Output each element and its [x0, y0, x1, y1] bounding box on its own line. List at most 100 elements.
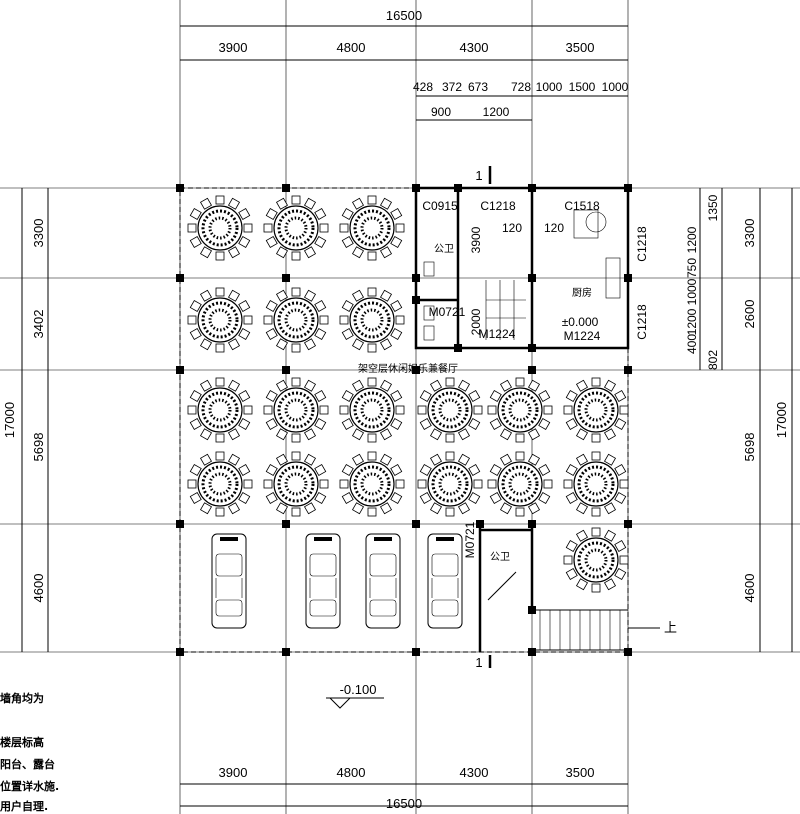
chair — [341, 389, 354, 403]
dim-top-bay-4: 3500 — [566, 40, 595, 55]
table-pattern-inner — [584, 548, 608, 572]
chair — [429, 502, 443, 515]
dim-top-total: 16500 — [386, 8, 422, 23]
car — [427, 533, 463, 629]
room-kitchen: 厨房 — [572, 286, 592, 299]
chair — [575, 428, 589, 441]
chair — [575, 529, 589, 542]
table-pattern — [201, 391, 239, 429]
dining-table — [263, 451, 329, 517]
chair — [187, 223, 197, 233]
chair — [227, 338, 241, 351]
dim-left-total: 17000 — [2, 402, 17, 438]
chair — [457, 453, 471, 466]
car-windshield — [215, 553, 243, 577]
chair — [291, 377, 301, 387]
dim-right-400: 400 — [685, 334, 699, 354]
column — [454, 184, 462, 192]
chair — [238, 299, 251, 313]
dim-bottom-bay-3: 4300 — [460, 765, 489, 780]
window-c1518: C1518 — [564, 199, 600, 213]
chair — [263, 315, 273, 325]
dim-right-1350: 1350 — [706, 194, 720, 221]
car-bumper — [314, 537, 332, 541]
chair — [614, 491, 627, 505]
chair — [187, 405, 197, 415]
chair — [390, 207, 403, 221]
core-dim-120a: 120 — [502, 221, 522, 235]
chair — [575, 453, 589, 466]
door-m0721-upper: M0721 — [429, 305, 466, 319]
dining-table — [187, 377, 253, 443]
chair — [417, 405, 427, 415]
chair — [199, 197, 213, 210]
chair — [515, 507, 525, 517]
chair — [263, 223, 273, 233]
core-dim-2000: 2000 — [469, 308, 483, 335]
chair — [291, 451, 301, 461]
chair — [489, 491, 502, 505]
table-pattern — [277, 391, 315, 429]
chair — [591, 377, 601, 387]
column — [528, 366, 536, 374]
chair — [390, 235, 403, 249]
chair — [445, 507, 455, 517]
chair — [303, 379, 317, 392]
chair — [275, 379, 289, 392]
chair — [591, 507, 601, 517]
chair — [614, 567, 627, 581]
chair — [603, 428, 617, 441]
car-body — [211, 533, 247, 629]
dim-detail-1000a: 1000 — [536, 80, 563, 94]
table-pattern-inner — [208, 308, 232, 332]
dim-right-750: 750 — [685, 258, 699, 278]
chair — [303, 428, 317, 441]
chair — [473, 405, 483, 415]
chair — [429, 379, 443, 392]
chair — [341, 235, 354, 249]
table-pattern-inner — [284, 472, 308, 496]
chair — [263, 405, 273, 415]
dim-detail-1500: 1500 — [569, 80, 596, 94]
chair — [543, 479, 553, 489]
chair — [527, 428, 541, 441]
table-pattern — [431, 465, 469, 503]
table-pattern-inner — [438, 398, 462, 422]
chair — [199, 453, 213, 466]
dim-bottom-bay-4: 3500 — [566, 765, 595, 780]
left-dimension-lines — [21, 188, 49, 652]
chair — [275, 246, 289, 259]
chair — [215, 377, 225, 387]
table-pattern — [353, 301, 391, 339]
car — [305, 533, 341, 629]
chair — [265, 389, 278, 403]
chair — [614, 389, 627, 403]
structural-columns — [176, 184, 632, 656]
chair — [339, 405, 349, 415]
chair — [575, 502, 589, 515]
table-pattern-inner — [584, 398, 608, 422]
table-pattern — [277, 301, 315, 339]
dim-left-bay-1: 3300 — [31, 219, 46, 248]
chair — [367, 343, 377, 353]
chair — [445, 377, 455, 387]
column — [528, 648, 536, 656]
chair — [243, 479, 253, 489]
chair — [565, 389, 578, 403]
chair — [379, 338, 393, 351]
chair — [303, 246, 317, 259]
chair — [538, 417, 551, 431]
car — [211, 533, 247, 629]
chair — [189, 463, 202, 477]
note-line-5: 用户自理. — [0, 799, 48, 813]
column — [624, 366, 632, 374]
chair — [367, 507, 377, 517]
chair — [499, 502, 513, 515]
chair — [215, 287, 225, 297]
car-rear-window — [431, 599, 459, 617]
car-bumper — [220, 537, 238, 541]
chair — [489, 417, 502, 431]
chair — [351, 289, 365, 302]
dim-detail-900: 900 — [431, 105, 451, 119]
